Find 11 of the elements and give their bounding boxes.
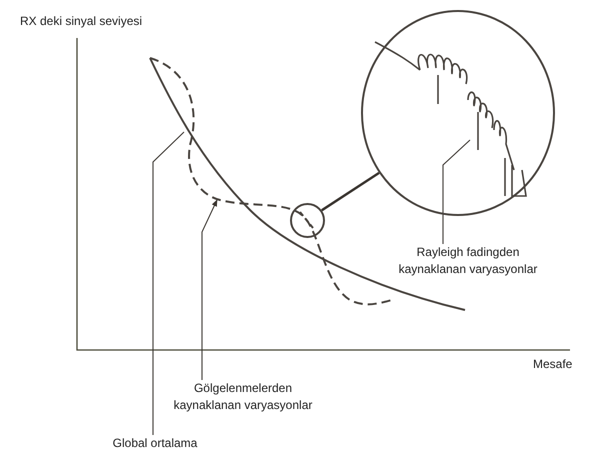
- magnifier-circle: [290, 203, 325, 238]
- leader-line: [152, 132, 184, 436]
- leader-line: [442, 140, 470, 244]
- connector-line: [321, 172, 380, 212]
- y-axis-label: RX deki sinyal seviyesi: [20, 14, 142, 28]
- leader-line: [202, 199, 218, 380]
- magnifier-circle: [361, 10, 555, 216]
- callout-label: Rayleigh fadingden kaynaklanan varyasyonlar: [393, 244, 543, 278]
- x-axis-label: Mesafe: [533, 357, 572, 371]
- callout-label: Gölgelenmelerden kaynaklanan varyasyonlar: [168, 380, 318, 414]
- callout-label: Global ortalama: [105, 435, 205, 452]
